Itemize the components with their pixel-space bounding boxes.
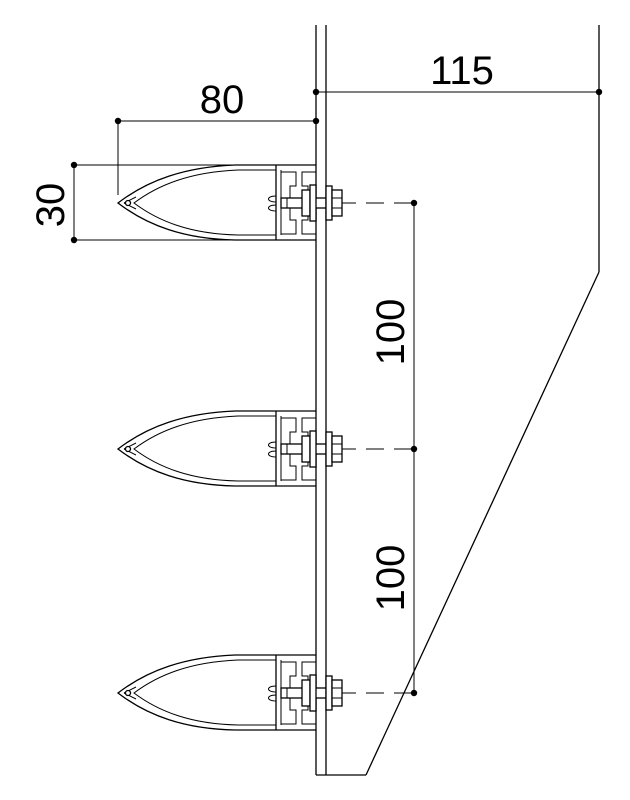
dimension-80: 80 (114, 78, 320, 195)
louver-blade-bottom (117, 654, 415, 731)
dimension-100-upper-label: 100 (369, 299, 413, 366)
dimension-30: 30 (29, 161, 236, 244)
dimension-115: 115 (312, 49, 603, 96)
dimension-30-label: 30 (29, 183, 73, 228)
support-bracket (365, 25, 600, 776)
dimension-80-label: 80 (200, 78, 245, 122)
louver-blade-top (117, 164, 415, 241)
wall-structure (315, 25, 366, 776)
dimension-100-lower-label: 100 (369, 545, 413, 612)
dimension-115-label: 115 (430, 49, 494, 93)
louver-blade-middle (117, 410, 415, 487)
dimension-spacing: 100 100 (369, 199, 418, 697)
